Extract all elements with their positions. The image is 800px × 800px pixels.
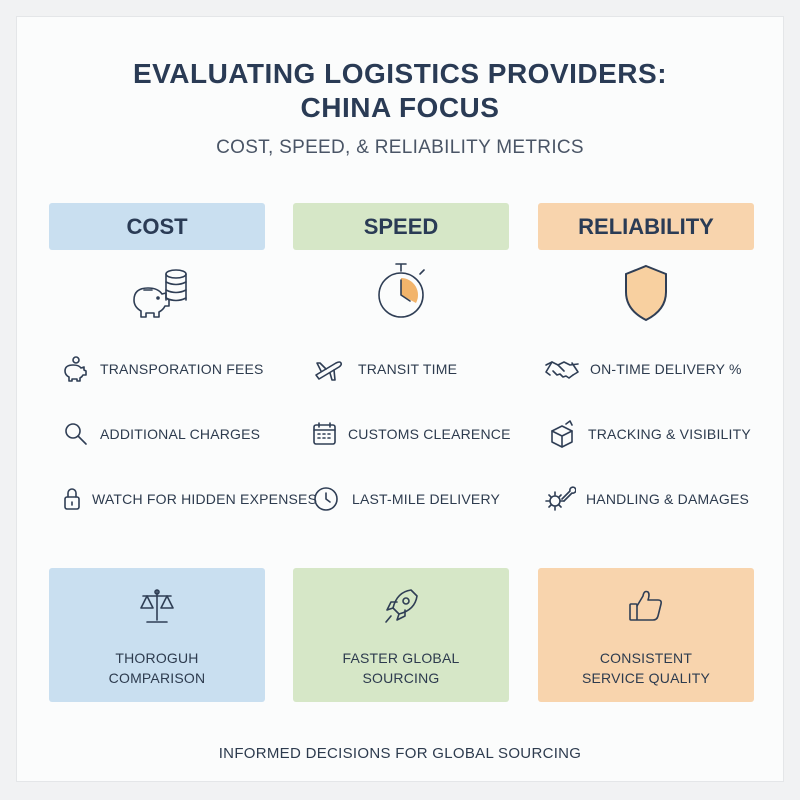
footer-text: INFORMED DECISIONS FOR GLOBAL SOURCING <box>218 745 582 762</box>
speed-header: SPEED <box>293 203 509 250</box>
stopwatch-icon <box>378 263 425 318</box>
summary-line-1: THOROGUH <box>115 650 199 666</box>
summary-line-2: COMPARISON <box>108 670 206 686</box>
summary-line-1: CONSISTENT <box>599 650 693 666</box>
list-item: TRANSIT TIME <box>312 354 457 384</box>
item-label: CUSTOMS CLEARENCE <box>348 426 511 442</box>
handshake-icon <box>545 361 579 379</box>
item-label: TRANSIT TIME <box>358 361 458 377</box>
list-item: TRANSPORATION FEES <box>62 354 264 384</box>
padlock-icon <box>64 488 80 510</box>
list-item: ADDITIONAL CHARGES <box>62 419 260 449</box>
reliability-summary-box: CONSISTENT SERVICE QUALITY <box>538 568 754 702</box>
gear-wrench-icon <box>545 486 576 511</box>
summary-line-2: SOURCING <box>362 670 440 686</box>
thumbs-up-icon <box>629 590 662 621</box>
item-label: ON-TIME DELIVERY % <box>590 361 742 377</box>
item-label: WATCH FOR HIDDEN EXPENSES <box>92 491 318 507</box>
list-item: WATCH FOR HIDDEN EXPENSES <box>62 484 317 514</box>
magnifier-icon <box>65 423 87 445</box>
item-label: TRANSPORATION FEES <box>100 361 264 377</box>
summary-line-2: SERVICE QUALITY <box>581 670 710 686</box>
summary-line-1: FASTER GLOBAL <box>342 650 460 666</box>
reliability-header: RELIABILITY <box>538 203 754 250</box>
item-label: LAST-MILE DELIVERY <box>352 491 501 507</box>
item-label: TRACKING & VISIBILITY <box>588 426 751 442</box>
list-item: TRACKING & VISIBILITY <box>548 419 751 449</box>
cost-header: COST <box>49 203 265 250</box>
item-label: HANDLING & DAMAGES <box>586 491 750 507</box>
speed-summary-box: FASTER GLOBAL SOURCING <box>293 568 509 702</box>
list-item: LAST-MILE DELIVERY <box>312 484 500 514</box>
balance-scale-icon <box>140 589 174 623</box>
title-line-2: CHINA FOCUS <box>300 92 500 123</box>
list-item: CUSTOMS CLEARENCE <box>312 419 511 449</box>
subtitle: COST, SPEED, & RELIABILITY METRICS <box>216 137 584 158</box>
list-item: ON-TIME DELIVERY % <box>544 354 742 384</box>
shield-icon <box>625 264 667 322</box>
piggy-bank-icon <box>64 356 87 382</box>
clock-icon <box>314 487 338 511</box>
rocket-icon <box>385 589 418 623</box>
calendar-icon <box>313 422 336 445</box>
piggy-bank-coins-icon <box>133 269 187 318</box>
cost-summary-box: THOROGUH COMPARISON <box>49 568 265 702</box>
item-label: ADDITIONAL CHARGES <box>100 426 261 442</box>
package-icon <box>551 420 573 448</box>
airplane-icon <box>315 361 343 381</box>
title-line-1: EVALUATING LOGISTICS PROVIDERS: <box>132 58 668 89</box>
list-item: HANDLING & DAMAGES <box>544 484 749 514</box>
